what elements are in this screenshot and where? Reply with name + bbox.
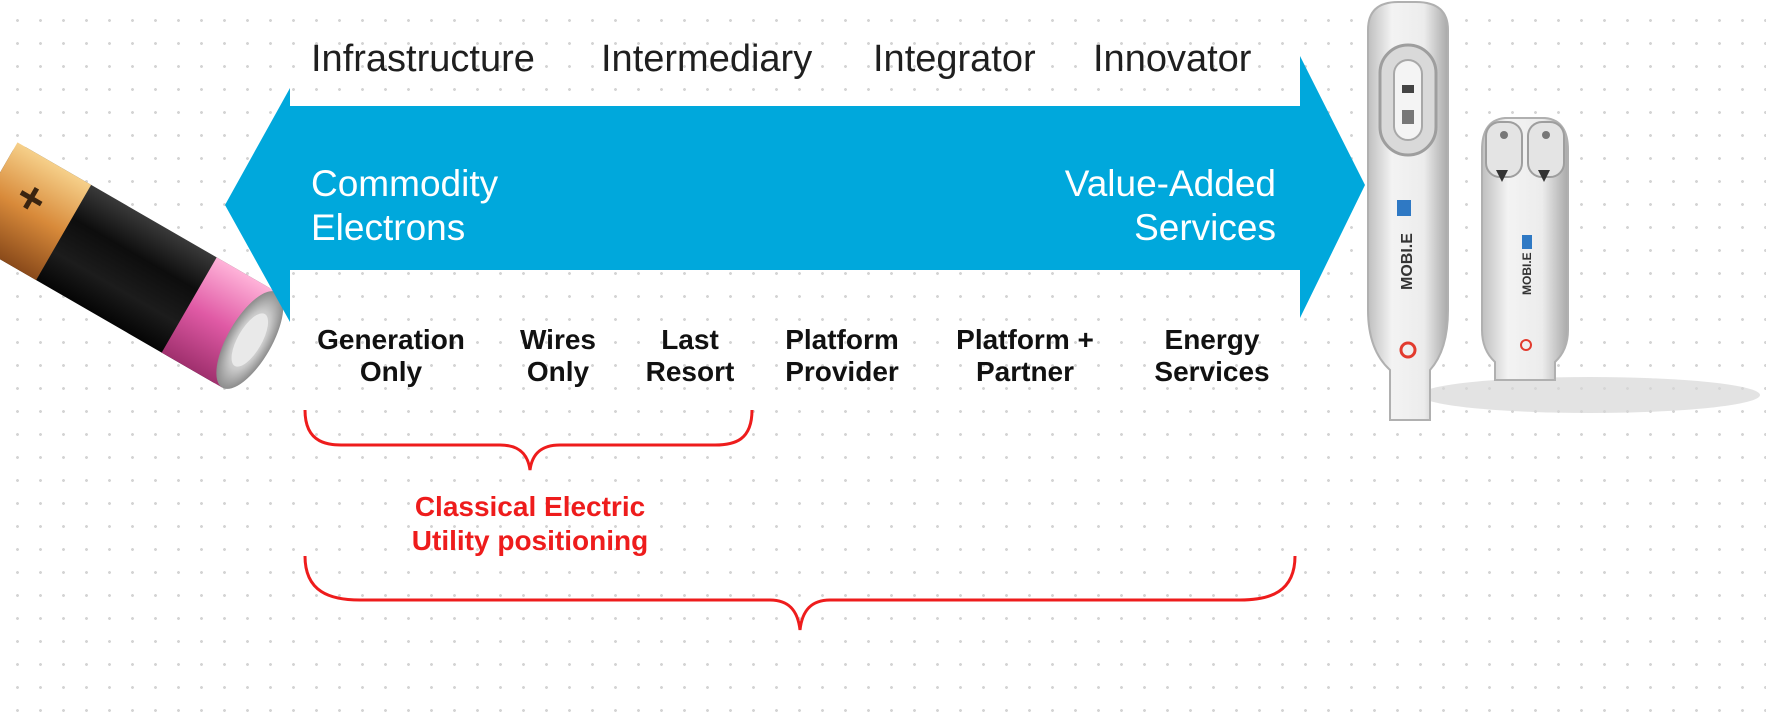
svg-text:MOBI.E: MOBI.E [1520,252,1534,295]
value-arrow [225,56,1365,322]
archetype-infrastructure: Infrastructure [311,38,535,80]
classical-utility-bracket [303,409,754,471]
value-added-services-label: Value-Added Services [1064,163,1276,248]
svg-text:MOBI.E: MOBI.E [1399,233,1416,290]
full-spectrum-bracket [303,555,1297,631]
archetype-integrator: Integrator [873,38,1036,80]
battery-image: + [0,142,284,389]
model-platform-partner: Platform +Partner [956,324,1094,387]
archetype-intermediary: Intermediary [601,38,813,80]
commodity-electrons-label: Commodity Electrons [311,163,499,248]
ev-charger-image: MOBI.E MOBI.E [1367,0,1760,421]
archetype-innovator: Innovator [1093,38,1252,80]
